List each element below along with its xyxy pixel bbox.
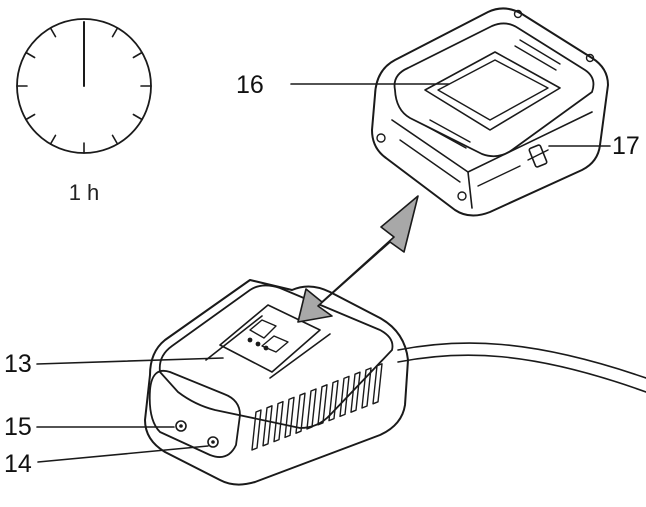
release-button [528, 144, 548, 168]
callout-15: 15 [4, 413, 32, 441]
vent-slot [328, 379, 339, 422]
clock-tick [111, 27, 119, 38]
vent-slot [317, 384, 328, 426]
clock-tick [132, 113, 143, 121]
clock-tick [132, 51, 143, 59]
led-14 [207, 436, 219, 448]
clock-ticks [16, 27, 152, 154]
power-cable [397, 342, 646, 393]
callout-leaders [36, 83, 611, 463]
vent-slot [295, 392, 306, 434]
vent-slot [306, 388, 317, 430]
charger-base [144, 279, 409, 486]
vent-slot [372, 363, 383, 405]
vent-slot [284, 396, 295, 439]
clock-tick [111, 134, 119, 145]
insert-remove-arrow [297, 195, 419, 323]
vent-slot [350, 371, 361, 413]
clock-tick [25, 113, 36, 121]
callout-14: 14 [4, 450, 32, 478]
vent-slot [273, 400, 284, 443]
led-15 [175, 420, 187, 432]
callout-17: 17 [612, 132, 640, 160]
callout-13: 13 [4, 350, 32, 378]
clock-tick [25, 51, 36, 59]
vent-slot [339, 375, 350, 418]
clock-tick [49, 27, 57, 38]
vent-slot [262, 405, 273, 447]
vent-slot [251, 409, 262, 451]
vent-slots [251, 363, 383, 451]
clock-icon: 1 h [16, 18, 152, 205]
clock-label: 1 h [69, 180, 100, 205]
clock-tick [49, 134, 57, 145]
battery-pack [371, 7, 609, 217]
callout-16: 16 [236, 71, 264, 99]
vent-slot [361, 367, 372, 409]
